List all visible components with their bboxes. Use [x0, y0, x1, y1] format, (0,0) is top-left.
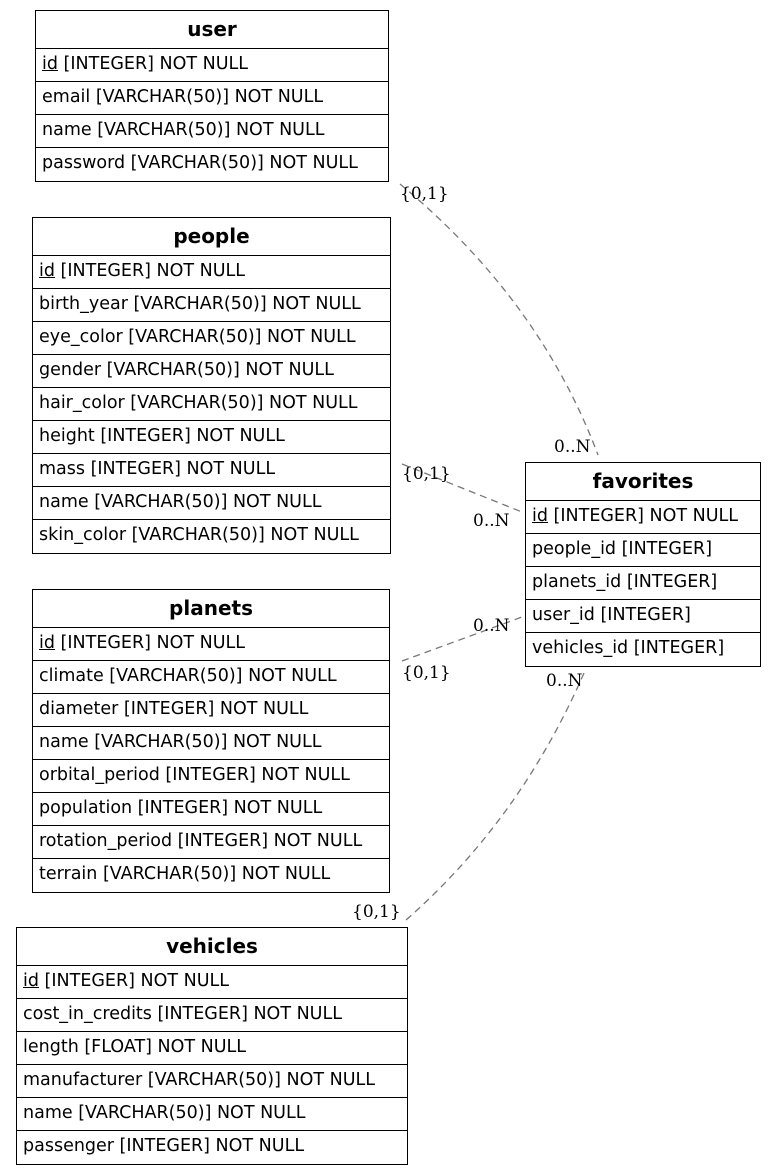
- column-row: birth_year [VARCHAR(50)] NOT NULL: [33, 289, 390, 322]
- people-favorites-link: [401, 463, 523, 513]
- column-definition: climate [VARCHAR(50)] NOT NULL: [39, 666, 337, 686]
- column-definition: [INTEGER] NOT NULL: [54, 633, 246, 653]
- column-row: user_id [INTEGER]: [526, 600, 760, 633]
- column-definition: population [INTEGER] NOT NULL: [39, 798, 323, 818]
- entity-user[interactable]: user id [INTEGER] NOT NULL email [VARCHA…: [35, 10, 389, 182]
- column-definition: length [FLOAT] NOT NULL: [23, 1037, 247, 1057]
- column-row: cost_in_credits [INTEGER] NOT NULL: [17, 999, 407, 1032]
- column-row: id [INTEGER] NOT NULL: [36, 49, 388, 82]
- column-definition: mass [INTEGER] NOT NULL: [39, 459, 276, 479]
- column-row: terrain [VARCHAR(50)] NOT NULL: [33, 859, 389, 892]
- primary-key: id: [39, 633, 55, 653]
- planets-favorites-link: [401, 616, 523, 662]
- column-row: name [VARCHAR(50)] NOT NULL: [17, 1098, 407, 1131]
- column-definition: height [INTEGER] NOT NULL: [39, 426, 285, 446]
- column-definition: gender [VARCHAR(50)] NOT NULL: [39, 360, 334, 380]
- column-definition: [INTEGER] NOT NULL: [547, 506, 739, 526]
- entity-title: user: [36, 11, 388, 49]
- entity-title: planets: [33, 590, 389, 628]
- entity-title: people: [33, 218, 390, 256]
- column-row: manufacturer [VARCHAR(50)] NOT NULL: [17, 1065, 407, 1098]
- column-definition: name [VARCHAR(50)] NOT NULL: [42, 120, 325, 140]
- primary-key: id: [42, 54, 58, 74]
- entity-title: vehicles: [17, 928, 407, 966]
- column-row: vehicles_id [INTEGER]: [526, 633, 760, 666]
- column-definition: people_id [INTEGER]: [532, 539, 713, 559]
- vehicles-link-from-cardinality: {0,1}: [352, 902, 401, 922]
- entity-people[interactable]: people id [INTEGER] NOT NULL birth_year …: [32, 217, 391, 554]
- column-row: rotation_period [INTEGER] NOT NULL: [33, 826, 389, 859]
- column-row: people_id [INTEGER]: [526, 534, 760, 567]
- column-row: name [VARCHAR(50)] NOT NULL: [33, 487, 390, 520]
- column-definition: manufacturer [VARCHAR(50)] NOT NULL: [23, 1070, 376, 1090]
- vehicles-favorites-link: [405, 672, 585, 921]
- people-link-to-cardinality: 0..N: [473, 511, 510, 531]
- column-definition: cost_in_credits [INTEGER] NOT NULL: [23, 1004, 342, 1024]
- column-row: name [VARCHAR(50)] NOT NULL: [33, 727, 389, 760]
- primary-key: id: [532, 506, 548, 526]
- column-row: height [INTEGER] NOT NULL: [33, 421, 390, 454]
- column-row: eye_color [VARCHAR(50)] NOT NULL: [33, 322, 390, 355]
- column-row: skin_color [VARCHAR(50)] NOT NULL: [33, 520, 390, 553]
- primary-key: id: [39, 261, 55, 281]
- column-row: climate [VARCHAR(50)] NOT NULL: [33, 661, 389, 694]
- column-definition: name [VARCHAR(50)] NOT NULL: [23, 1103, 306, 1123]
- column-definition: name [VARCHAR(50)] NOT NULL: [39, 732, 322, 752]
- user-link-to-cardinality: 0..N: [554, 437, 591, 457]
- column-row: id [INTEGER] NOT NULL: [526, 501, 760, 534]
- column-definition: rotation_period [INTEGER] NOT NULL: [39, 831, 363, 851]
- column-definition: user_id [INTEGER]: [532, 605, 691, 625]
- column-row: mass [INTEGER] NOT NULL: [33, 454, 390, 487]
- user-link-from-cardinality: {0,1}: [400, 184, 449, 204]
- column-row: email [VARCHAR(50)] NOT NULL: [36, 82, 388, 115]
- people-link-from-cardinality: {0,1}: [402, 464, 451, 484]
- column-row: population [INTEGER] NOT NULL: [33, 793, 389, 826]
- primary-key: id: [23, 971, 39, 991]
- column-row: password [VARCHAR(50)] NOT NULL: [36, 148, 388, 181]
- column-definition: [INTEGER] NOT NULL: [54, 261, 246, 281]
- column-definition: terrain [VARCHAR(50)] NOT NULL: [39, 864, 331, 884]
- entity-favorites[interactable]: favorites id [INTEGER] NOT NULL people_i…: [525, 462, 761, 667]
- column-definition: hair_color [VARCHAR(50)] NOT NULL: [39, 393, 358, 413]
- planets-link-from-cardinality: {0,1}: [402, 663, 451, 683]
- column-definition: passenger [INTEGER] NOT NULL: [23, 1136, 305, 1156]
- entity-planets[interactable]: planets id [INTEGER] NOT NULL climate [V…: [32, 589, 390, 893]
- column-row: orbital_period [INTEGER] NOT NULL: [33, 760, 389, 793]
- planets-link-to-cardinality: 0..N: [473, 616, 510, 636]
- column-row: diameter [INTEGER] NOT NULL: [33, 694, 389, 727]
- column-definition: planets_id [INTEGER]: [532, 572, 718, 592]
- vehicles-link-to-cardinality: 0..N: [546, 671, 583, 691]
- column-definition: birth_year [VARCHAR(50)] NOT NULL: [39, 294, 361, 314]
- column-definition: eye_color [VARCHAR(50)] NOT NULL: [39, 327, 356, 347]
- column-row: gender [VARCHAR(50)] NOT NULL: [33, 355, 390, 388]
- column-row: id [INTEGER] NOT NULL: [33, 256, 390, 289]
- column-definition: orbital_period [INTEGER] NOT NULL: [39, 765, 350, 785]
- column-definition: password [VARCHAR(50)] NOT NULL: [42, 153, 358, 173]
- user-favorites-link: [399, 183, 599, 456]
- column-definition: [INTEGER] NOT NULL: [57, 54, 249, 74]
- column-definition: [INTEGER] NOT NULL: [38, 971, 230, 991]
- column-definition: vehicles_id [INTEGER]: [532, 638, 725, 658]
- column-row: passenger [INTEGER] NOT NULL: [17, 1131, 407, 1164]
- column-row: hair_color [VARCHAR(50)] NOT NULL: [33, 388, 390, 421]
- column-definition: diameter [INTEGER] NOT NULL: [39, 699, 309, 719]
- column-definition: skin_color [VARCHAR(50)] NOT NULL: [39, 525, 359, 545]
- column-row: name [VARCHAR(50)] NOT NULL: [36, 115, 388, 148]
- column-row: planets_id [INTEGER]: [526, 567, 760, 600]
- entity-title: favorites: [526, 463, 760, 501]
- entity-vehicles[interactable]: vehicles id [INTEGER] NOT NULL cost_in_c…: [16, 927, 408, 1165]
- column-row: length [FLOAT] NOT NULL: [17, 1032, 407, 1065]
- column-definition: name [VARCHAR(50)] NOT NULL: [39, 492, 322, 512]
- column-row: id [INTEGER] NOT NULL: [33, 628, 389, 661]
- column-row: id [INTEGER] NOT NULL: [17, 966, 407, 999]
- column-definition: email [VARCHAR(50)] NOT NULL: [42, 87, 324, 107]
